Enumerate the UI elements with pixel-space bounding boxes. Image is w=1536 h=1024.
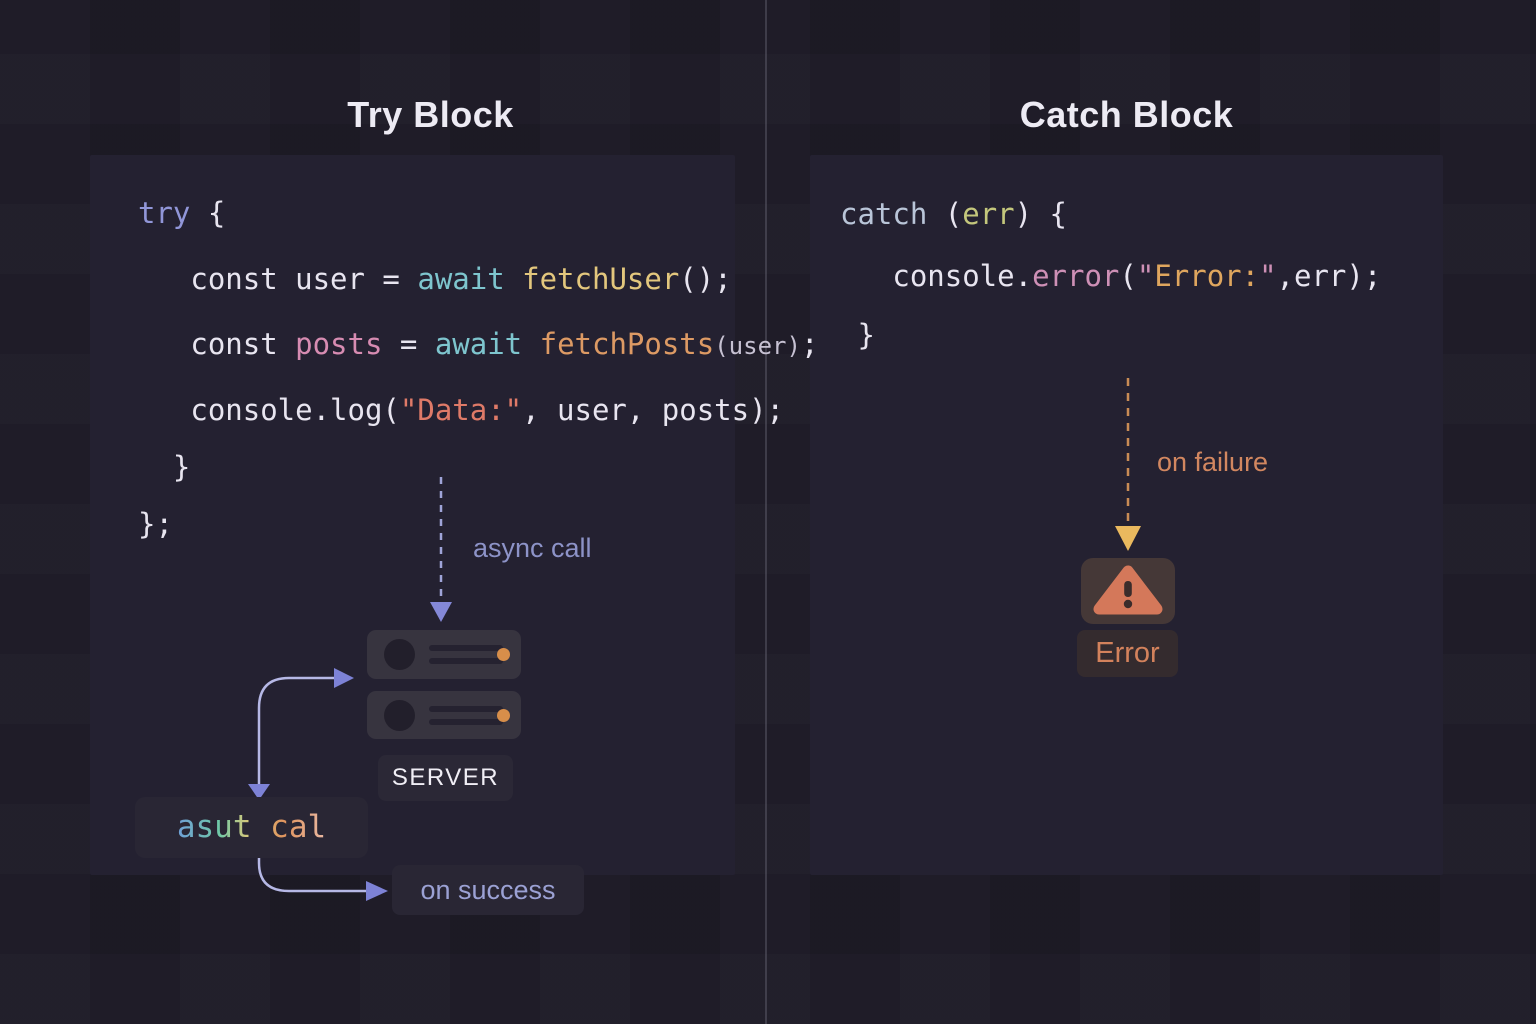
async-call-box: asut cal [135, 797, 368, 858]
code-line: console.error("Error:",err); [840, 259, 1382, 293]
server-led-dot [497, 648, 510, 661]
async-call-label: async call [473, 533, 592, 563]
server-slot-bar [429, 706, 503, 712]
server-unit [367, 630, 521, 679]
code-line: catch (err) { [840, 197, 1068, 231]
server-unit [367, 691, 521, 739]
server-label: SERVER [378, 755, 513, 801]
server-led-dot [497, 709, 510, 722]
code-line: }; [138, 507, 173, 541]
code-line: } [840, 318, 875, 352]
code-line: try { [138, 196, 226, 230]
server-drive-circle [384, 700, 415, 731]
code-line: const posts = await fetchPosts(user); [138, 327, 819, 361]
warning-icon [1081, 558, 1175, 624]
code-line: console.log("Data:", user, posts); [138, 393, 785, 427]
error-label: Error [1077, 630, 1178, 677]
server-drive-circle [384, 639, 415, 670]
async-box-label: asut cal [176, 809, 327, 845]
warning-triangle-icon [1093, 565, 1163, 615]
try-block-title: Try Block [347, 94, 514, 135]
server-slot-bar [429, 658, 503, 664]
code-line: } [138, 450, 191, 484]
server-slot-bar [429, 645, 503, 651]
catch-panel [810, 155, 1443, 875]
panel-divider [765, 0, 767, 1024]
on-success-label: on success [392, 865, 584, 915]
try-code-block: try { const user = await fetchUser(); co… [138, 0, 1536, 1024]
code-line: const user = await fetchUser(); [138, 262, 732, 296]
catch-block-title: Catch Block [1019, 94, 1234, 135]
catch-code-block: catch (err) { console.error("Error:",err… [840, 0, 1536, 1024]
server-slot-bar [429, 719, 503, 725]
on-failure-label: on failure [1157, 447, 1269, 477]
